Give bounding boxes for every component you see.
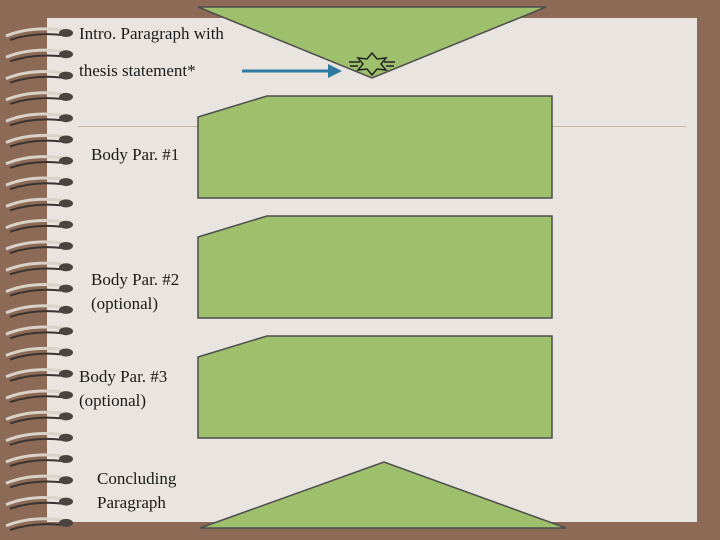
body3-label-line2: (optional)	[79, 391, 147, 410]
spiral-binding-icon	[5, 27, 73, 531]
binding-hole	[59, 50, 73, 59]
binding-ring	[5, 240, 63, 251]
binding-ring-shadow	[9, 97, 63, 105]
body1-label: Body Par. #1	[91, 145, 180, 164]
body-paragraph-1-box	[197, 95, 553, 199]
binding-ring	[5, 197, 63, 208]
body-paragraph-3-box	[197, 335, 553, 439]
binding-hole	[59, 391, 73, 400]
binding-hole	[59, 305, 73, 314]
body2-label-line2: (optional)	[91, 294, 159, 313]
binding-ring-shadow	[9, 182, 63, 191]
conclusion-triangle	[199, 461, 567, 529]
binding-ring-shadow	[9, 139, 63, 148]
binding-ring-shadow	[9, 416, 63, 425]
binding-ring-shadow	[9, 501, 63, 510]
binding-ring-shadow	[9, 480, 63, 489]
binding-hole	[59, 518, 73, 527]
binding-ring-shadow	[9, 203, 63, 212]
binding-hole	[59, 497, 73, 506]
binding-ring-shadow	[9, 75, 63, 84]
binding-hole	[59, 242, 73, 250]
binding-ring	[5, 325, 63, 336]
binding-ring	[5, 176, 63, 187]
binding-ring-shadow	[9, 352, 63, 361]
body2-label-line1: Body Par. #2	[91, 270, 180, 289]
binding-hole	[59, 455, 73, 463]
binding-ring	[5, 155, 63, 166]
binding-hole	[59, 135, 73, 144]
binding-ring	[5, 219, 63, 230]
binding-ring	[5, 112, 63, 123]
binding-ring	[5, 48, 63, 59]
binding-ring	[5, 410, 63, 421]
binding-hole	[59, 71, 73, 80]
binding-hole	[59, 348, 73, 357]
intro-label-line2: thesis statement*	[79, 61, 196, 80]
binding-hole	[59, 369, 73, 378]
binding-ring-shadow	[9, 54, 63, 63]
binding-ring-shadow	[9, 118, 63, 127]
binding-hole	[59, 476, 73, 485]
conclusion-label-line1: Concluding	[97, 469, 177, 488]
binding-ring	[5, 261, 63, 272]
binding-ring-shadow	[9, 246, 63, 254]
sparkle-icon	[349, 51, 395, 77]
binding-ring-shadow	[9, 373, 63, 382]
binding-hole	[59, 92, 73, 101]
binding-ring-shadow	[9, 224, 63, 233]
binding-ring-shadow	[9, 395, 63, 404]
binding-hole	[59, 156, 73, 165]
intro-label-line1: Intro. Paragraph with	[79, 24, 224, 43]
arrow-icon	[242, 64, 342, 78]
binding-ring-shadow	[9, 523, 63, 531]
intro-triangle	[197, 6, 547, 79]
binding-ring	[5, 453, 63, 464]
binding-ring	[5, 432, 63, 443]
binding-ring	[5, 389, 63, 400]
binding-hole	[59, 284, 73, 293]
binding-ring	[5, 495, 63, 506]
binding-ring-shadow	[9, 267, 63, 276]
conclusion-label-line2: Paragraph	[97, 493, 166, 512]
binding-ring	[5, 346, 63, 357]
binding-hole	[59, 114, 73, 123]
binding-ring	[5, 69, 63, 80]
binding-ring	[5, 517, 63, 528]
binding-hole	[59, 220, 73, 229]
binding-ring-shadow	[9, 33, 63, 41]
binding-hole	[59, 433, 73, 442]
binding-hole	[59, 199, 73, 208]
binding-ring	[5, 133, 63, 144]
binding-ring	[5, 368, 63, 379]
binding-ring-shadow	[9, 459, 63, 467]
binding-ring	[5, 282, 63, 293]
binding-hole	[59, 327, 73, 336]
binding-ring	[5, 91, 63, 102]
binding-hole	[59, 412, 73, 421]
binding-ring-shadow	[9, 310, 63, 318]
binding-ring	[5, 304, 63, 315]
binding-ring	[5, 27, 63, 38]
binding-ring-shadow	[9, 331, 63, 340]
binding-ring-shadow	[9, 437, 63, 446]
body-paragraph-2-box	[197, 215, 553, 319]
binding-ring-shadow	[9, 288, 63, 297]
body3-label-line1: Body Par. #3	[79, 367, 168, 386]
binding-ring-shadow	[9, 160, 63, 169]
binding-hole	[59, 263, 73, 272]
binding-hole	[59, 178, 73, 187]
binding-ring	[5, 474, 63, 485]
binding-hole	[59, 29, 73, 37]
